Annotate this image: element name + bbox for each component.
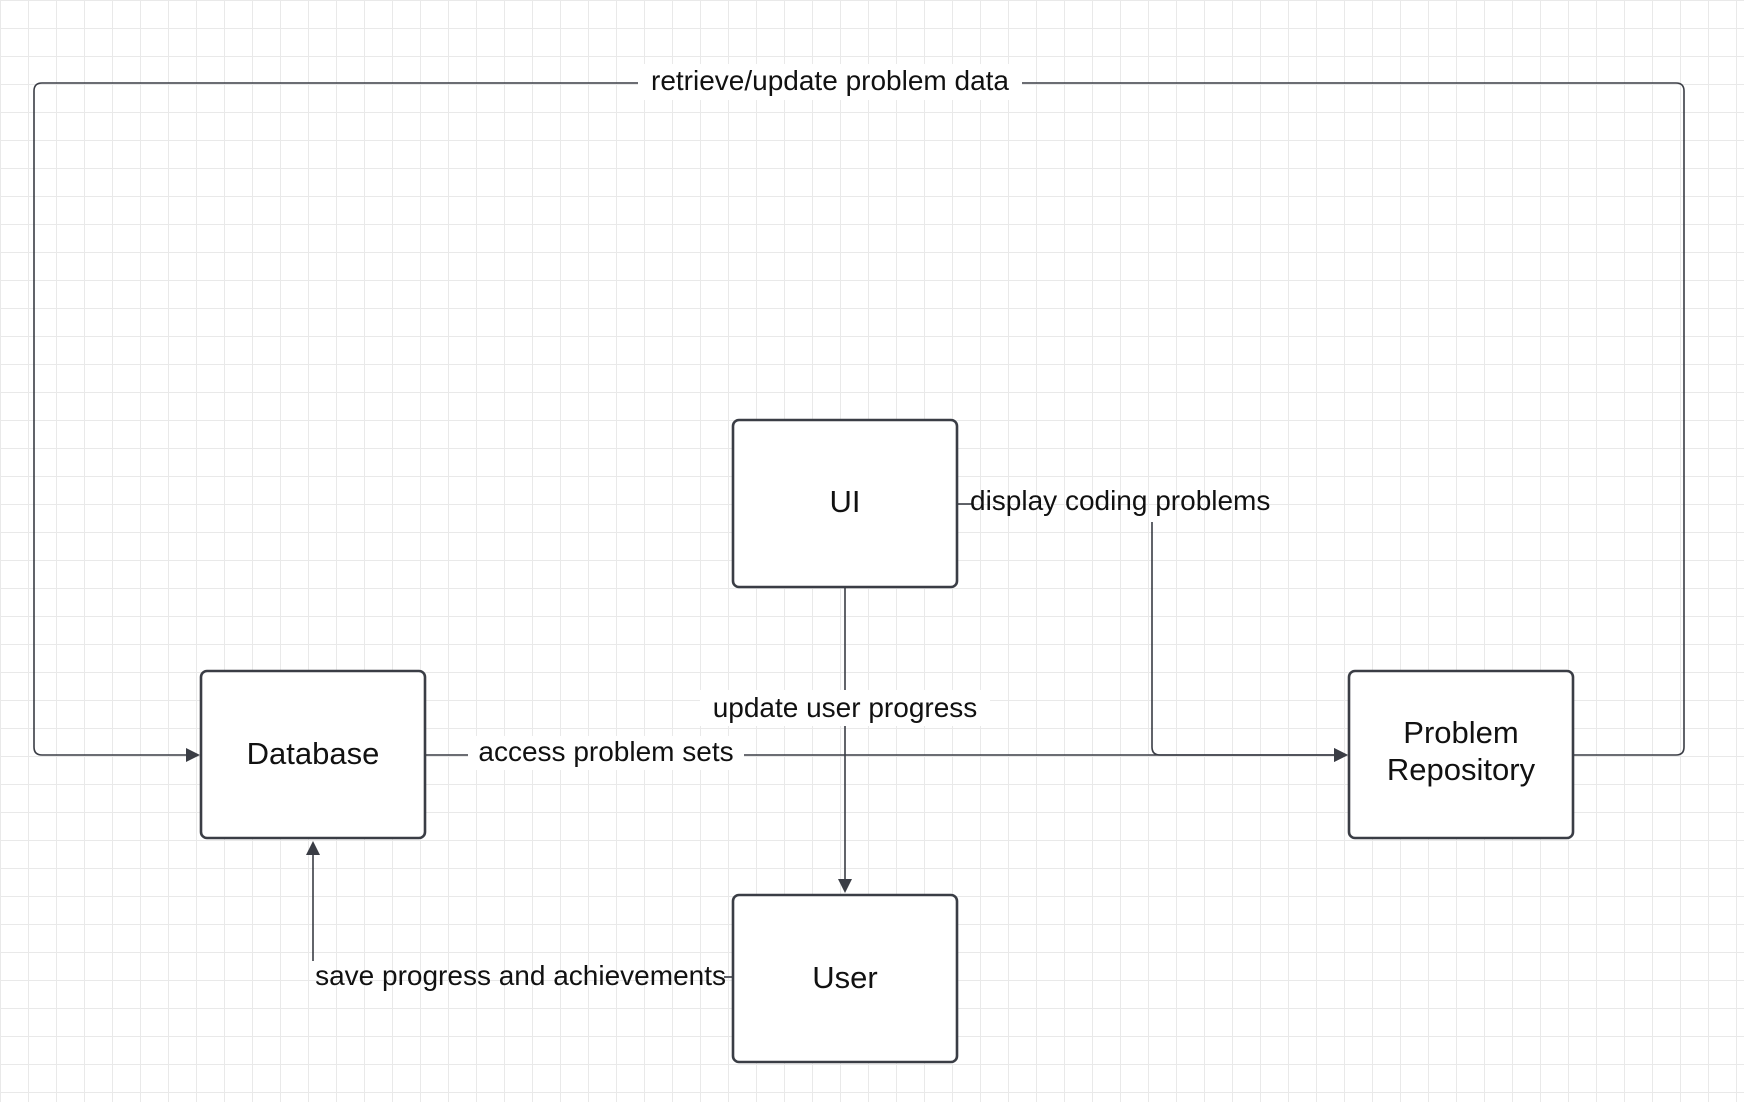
edge-label-retrieve-update: retrieve/update problem data — [651, 65, 1009, 96]
edge-save-progress-achievements[interactable]: save progress and achievements — [306, 841, 732, 991]
node-label-ui: UI — [830, 484, 861, 519]
label-background — [468, 736, 744, 770]
edge-update-user-progress[interactable]: update user progress — [700, 587, 990, 893]
edge-access-problem-sets[interactable]: access problem sets — [425, 736, 1348, 770]
node-ui[interactable]: UI — [731, 418, 959, 589]
label-background — [700, 690, 990, 726]
node-problem-repository[interactable]: Problem Repository — [1347, 669, 1575, 840]
node-label-problem: Problem — [1403, 715, 1518, 750]
edge-label-access-sets: access problem sets — [478, 736, 733, 767]
node-label-database: Database — [247, 736, 380, 771]
edge-label-update-progress: update user progress — [713, 692, 978, 723]
node-box — [1347, 669, 1575, 840]
edge-retrieve-update-problem-data[interactable]: retrieve/update problem data — [33, 64, 1685, 762]
edge-label-display-problems: display coding problems — [970, 485, 1270, 516]
edge-label-save-progress: save progress and achievements — [315, 960, 726, 991]
label-background — [638, 64, 1022, 100]
node-box — [731, 418, 959, 589]
edge-display-coding-problems[interactable]: display coding problems — [957, 485, 1348, 762]
node-box — [731, 893, 959, 1064]
edge-line — [1151, 522, 1348, 762]
node-user[interactable]: User — [731, 893, 959, 1064]
node-box — [199, 669, 427, 840]
node-label-user: User — [812, 960, 877, 995]
node-label-repository: Repository — [1387, 752, 1536, 787]
node-database[interactable]: Database — [199, 669, 427, 840]
